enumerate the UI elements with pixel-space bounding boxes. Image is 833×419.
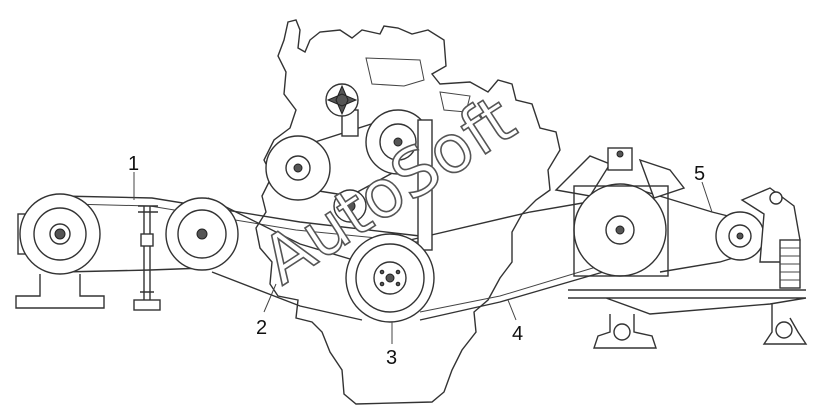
callout-3: 3 [386, 347, 397, 369]
leader-lines [133, 172, 713, 344]
engine-inner-detail [365, 57, 471, 113]
left-tensioner-rod [138, 205, 158, 300]
right-stand-right [762, 304, 808, 345]
right-frame [568, 289, 807, 315]
left-small-stand [133, 299, 161, 311]
belt-4 [409, 199, 611, 321]
callout-5: 5 [694, 163, 705, 185]
right-stand-left [593, 314, 657, 349]
engine-front-bar [417, 119, 433, 251]
right-top-bracket [607, 147, 633, 171]
callout-1: 1 [128, 153, 139, 175]
belt-4-inner [419, 263, 607, 313]
left-stand [15, 274, 105, 309]
callout-2: 2 [256, 317, 267, 339]
callout-4: 4 [512, 323, 523, 345]
belt-2 [207, 197, 363, 321]
engine-block-outline [255, 19, 561, 405]
